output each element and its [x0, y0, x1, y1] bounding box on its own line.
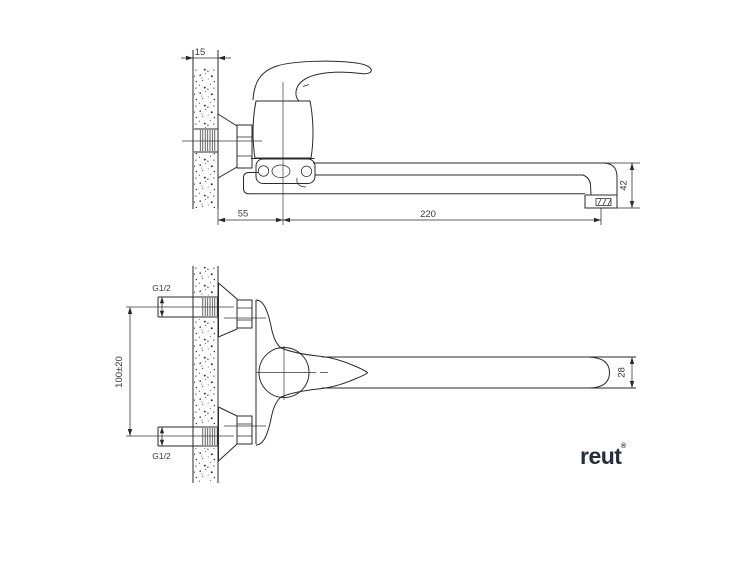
eccentric-connector-top [218, 281, 266, 338]
registered-trademark-icon: ® [621, 442, 627, 450]
dim-label-thread-top: G1/2 [152, 283, 171, 293]
dim-inlet-spacing: 100±20 [114, 307, 133, 436]
inlet-pipe-top [126, 296, 234, 318]
eccentric-connector [217, 113, 253, 179]
dim-label-inlet-spacing: 100±20 [114, 356, 125, 388]
faucet-body-front [255, 299, 369, 446]
brand-logo: reut ® [580, 442, 627, 469]
dim-spout-height: 42 [603, 162, 640, 209]
spout-end-cap [587, 356, 611, 389]
dim-wall-thickness: 15 [181, 47, 231, 61]
inlet-pipe-bottom [126, 426, 234, 447]
supply-pipe [182, 128, 262, 153]
front-view: G1/2 G1/2 [114, 266, 636, 483]
lever-handle [252, 60, 372, 102]
spout-joint-curve [296, 177, 307, 188]
brand-name: reut [580, 443, 622, 469]
dim-label-spout-reach: 220 [420, 209, 436, 220]
dim-wall-to-center: 55 [217, 209, 283, 225]
dim-label-wall-thickness: 15 [195, 47, 206, 58]
dim-label-spout-width: 28 [617, 367, 628, 378]
dim-inlet-thread-top: G1/2 [152, 283, 171, 317]
dim-label-spout-height: 42 [619, 180, 630, 191]
handle-seam [302, 84, 310, 87]
dim-spout-reach: 220 [283, 208, 602, 225]
side-view: 15 [181, 47, 640, 225]
eccentric-connector-bottom [218, 406, 266, 463]
wall-section [192, 50, 219, 209]
dim-spout-width: 28 [617, 357, 635, 388]
dim-label-thread-bottom: G1/2 [152, 451, 171, 461]
spout-butt-end [243, 172, 585, 195]
swivel-collar [255, 158, 316, 184]
spout-side [243, 162, 618, 195]
wall-hatch-lower [194, 153, 217, 208]
aerator [584, 194, 618, 209]
dim-label-wall-to-center: 55 [238, 209, 249, 220]
wall-hatch-upper [194, 68, 217, 128]
dim-inlet-thread-bottom: G1/2 [152, 427, 171, 461]
spout-front [322, 356, 636, 389]
pipe-thread-hatch [199, 130, 216, 151]
